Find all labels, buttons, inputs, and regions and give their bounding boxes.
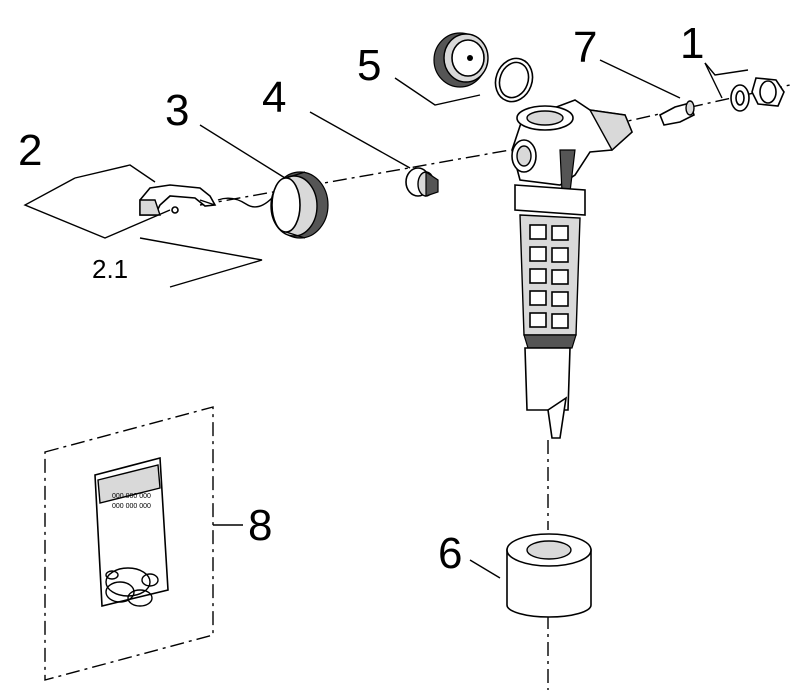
callout-6-leader xyxy=(469,559,501,579)
callout-7: 7 xyxy=(573,23,597,72)
part-1-washer xyxy=(730,84,750,112)
part-8-seal-kit: 000 000 000 000 000 000 xyxy=(44,406,214,681)
callout-3: 3 xyxy=(165,86,189,135)
part-3-float-ring xyxy=(217,171,329,239)
callout-4-leader xyxy=(309,111,411,169)
callout-1: 1 xyxy=(680,19,704,68)
axis-lines xyxy=(199,84,791,690)
callout-7-leader xyxy=(599,59,681,99)
callout-4: 4 xyxy=(262,73,286,122)
part-2-lever-clip xyxy=(139,184,217,216)
package-label-line-1: 000 000 000 xyxy=(112,493,151,500)
part-7-nozzle xyxy=(658,100,695,126)
package-label-line-2: 000 000 000 xyxy=(112,503,151,510)
part-1-nut xyxy=(751,77,785,107)
callout-2: 2 xyxy=(18,126,42,175)
callout-5: 5 xyxy=(357,41,381,90)
callout-2-1-leader xyxy=(139,237,263,288)
valve-body xyxy=(511,99,633,439)
part-5-cap xyxy=(433,32,489,88)
part-5-o-ring xyxy=(494,57,534,103)
callout-6: 6 xyxy=(438,529,462,578)
callout-2-1: 2.1 xyxy=(92,254,128,284)
callout-5-leader xyxy=(394,77,481,106)
part-6-float-sleeve xyxy=(506,533,592,618)
callout-1-leader-2 xyxy=(704,62,723,99)
callout-3-leader xyxy=(199,124,286,179)
callout-8: 8 xyxy=(248,501,272,550)
callout-1-leader xyxy=(704,62,749,76)
callout-2-leader xyxy=(23,164,171,239)
filter-windows xyxy=(529,224,569,329)
part-4-diaphragm xyxy=(405,167,439,197)
